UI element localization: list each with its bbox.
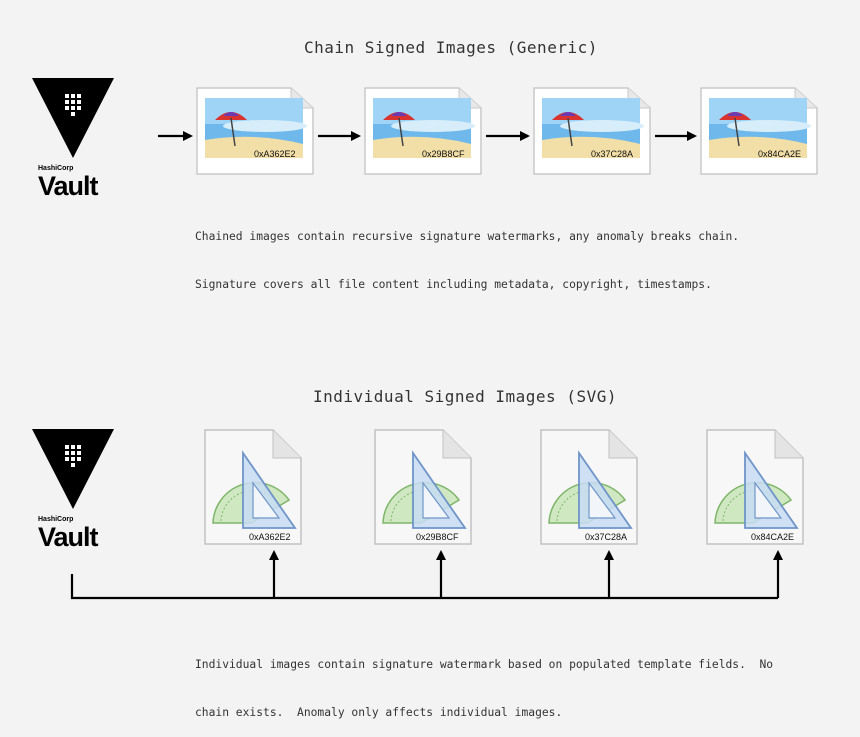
individual-description: Individual images contain signature wate… <box>195 625 773 737</box>
chain-description-line-2: Signature covers all file content includ… <box>195 278 712 291</box>
chain-description: Chained images contain recursive signatu… <box>195 197 739 309</box>
chain-image-card: 0xA362E2 <box>195 86 315 175</box>
chain-image-card: 0x37C28A <box>532 86 652 175</box>
chain-section-title: Chain Signed Images (Generic) <box>304 38 598 57</box>
vault-logo-bottom: HashiCorp Vault <box>32 429 122 554</box>
vault-triangle-icon <box>32 78 114 158</box>
logo-product-label: Vault <box>38 171 99 201</box>
individual-hash-label: 0x84CA2E <box>751 532 795 542</box>
svg-file-icon <box>706 429 804 545</box>
connector-layer <box>70 131 783 600</box>
chain-hash-label: 0x37C28A <box>591 149 634 159</box>
individual-section-title: Individual Signed Images (SVG) <box>313 387 617 406</box>
chain-image-card: 0x84CA2E <box>699 86 819 175</box>
individual-svg-file: 0x84CA2E <box>705 428 805 548</box>
logo-product-label: Vault <box>38 522 99 552</box>
individual-svg-file: 0x29B8CF <box>373 428 473 548</box>
chain-hash-label: 0x84CA2E <box>758 149 802 159</box>
svg-file-icon <box>204 429 302 545</box>
individual-bracket-line <box>70 574 778 600</box>
individual-svg-file: 0xA362E2 <box>203 428 303 548</box>
vault-logo-top: HashiCorp Vault <box>32 78 122 203</box>
chain-description-line-1: Chained images contain recursive signatu… <box>195 230 740 243</box>
individual-hash-label: 0x37C28A <box>585 532 628 542</box>
chain-image-card: 0x29B8CF <box>363 86 483 175</box>
logo-company-label: HashiCorp <box>38 165 74 172</box>
svg-file-icon <box>540 429 638 545</box>
svg-file-icon <box>374 429 472 545</box>
image-file-icon <box>196 87 314 175</box>
image-file-icon <box>364 87 482 175</box>
vault-triangle-icon <box>32 429 114 509</box>
chain-hash-label: 0xA362E2 <box>254 149 296 159</box>
individual-description-line-1: Individual images contain signature wate… <box>195 658 774 671</box>
image-file-icon <box>700 87 818 175</box>
individual-hash-label: 0x29B8CF <box>416 532 459 542</box>
individual-hash-label: 0xA362E2 <box>249 532 291 542</box>
chain-hash-label: 0x29B8CF <box>422 149 465 159</box>
individual-svg-file: 0x37C28A <box>539 428 639 548</box>
logo-company-label: HashiCorp <box>38 516 74 523</box>
individual-description-line-2: chain exists. Anomaly only affects indiv… <box>195 706 563 719</box>
image-file-icon <box>533 87 651 175</box>
